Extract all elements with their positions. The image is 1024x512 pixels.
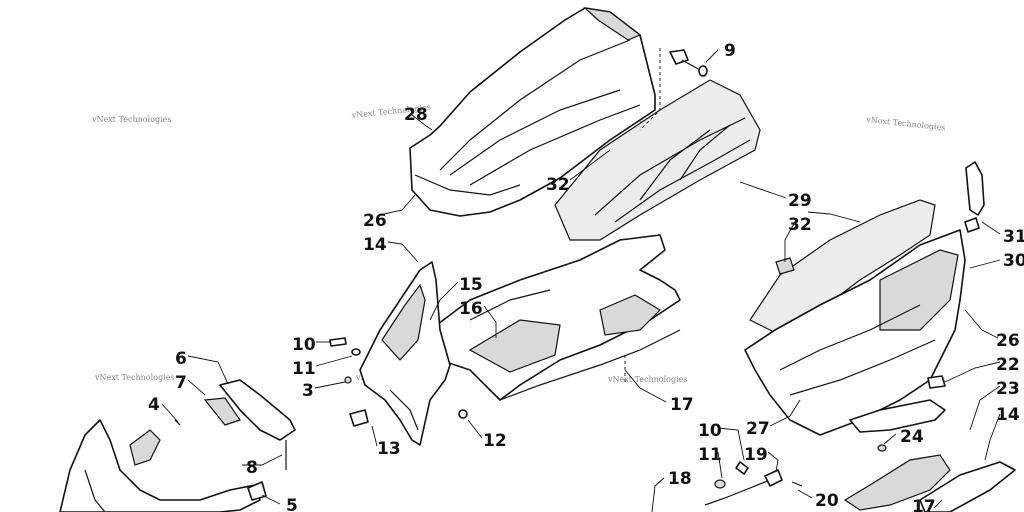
- watermark: vNext Technologies: [91, 115, 171, 124]
- watermark: vNext Technologies: [865, 115, 946, 132]
- lower-right-parts: [843, 375, 1016, 512]
- fastener-9: [669, 49, 708, 77]
- callout-label: 10: [292, 335, 316, 355]
- callout-label: 30: [1003, 251, 1024, 271]
- callout-label: 9: [724, 41, 736, 61]
- hood-right: [744, 199, 966, 436]
- callout-label: 26: [996, 331, 1020, 351]
- callout-label: 32: [788, 215, 812, 235]
- callout-label: 8: [246, 458, 258, 478]
- callout-label: 23: [996, 379, 1020, 399]
- callout-label: 26: [363, 211, 387, 231]
- callout-label: 29: [788, 191, 812, 211]
- callout-label: 11: [698, 445, 722, 465]
- callout-label: 22: [996, 355, 1020, 375]
- callout-label: 10: [698, 421, 722, 441]
- watermark: vNext Technologies: [607, 375, 687, 384]
- callout-label: 18: [668, 469, 692, 489]
- callout-label: 17: [912, 497, 936, 512]
- hood-left: [409, 7, 656, 217]
- leader-lines: [161, 48, 1001, 512]
- callout-label: 14: [996, 405, 1020, 425]
- callout-label: 15: [459, 275, 483, 295]
- watermark: vNext Technologies: [94, 373, 174, 382]
- callout-label: 6: [175, 349, 187, 369]
- lower-left-parts: [59, 379, 296, 512]
- callout-label: 32: [546, 175, 570, 195]
- belly-pan-center: [429, 234, 681, 401]
- callout-label: 17: [670, 395, 694, 415]
- hardware-center: [329, 337, 468, 427]
- callout-label: 19: [744, 445, 768, 465]
- callout-label: 20: [815, 491, 839, 511]
- callout-label: 16: [459, 299, 483, 319]
- handle-31: [964, 161, 985, 233]
- callout-label: 14: [363, 235, 387, 255]
- callout-label: 4: [148, 395, 160, 415]
- callout-label: 28: [404, 105, 428, 125]
- callout-label: 27: [746, 419, 770, 439]
- callout-label: 13: [377, 439, 401, 459]
- callout-label: 12: [483, 431, 507, 451]
- callout-labels: 9 28 32 26 14 15 16 10 11 3 6 7 4 8 5 13…: [148, 41, 1024, 512]
- side-panel-14: [359, 261, 451, 446]
- callout-label: 5: [286, 496, 298, 512]
- callout-label: 3: [302, 381, 314, 401]
- callout-label: 31: [1003, 227, 1024, 247]
- callout-label: 24: [900, 427, 924, 447]
- callout-label: 7: [175, 373, 187, 393]
- hardware-bottom: [704, 461, 803, 506]
- vent-panel-upper: [554, 79, 761, 241]
- callout-label: 11: [292, 359, 316, 379]
